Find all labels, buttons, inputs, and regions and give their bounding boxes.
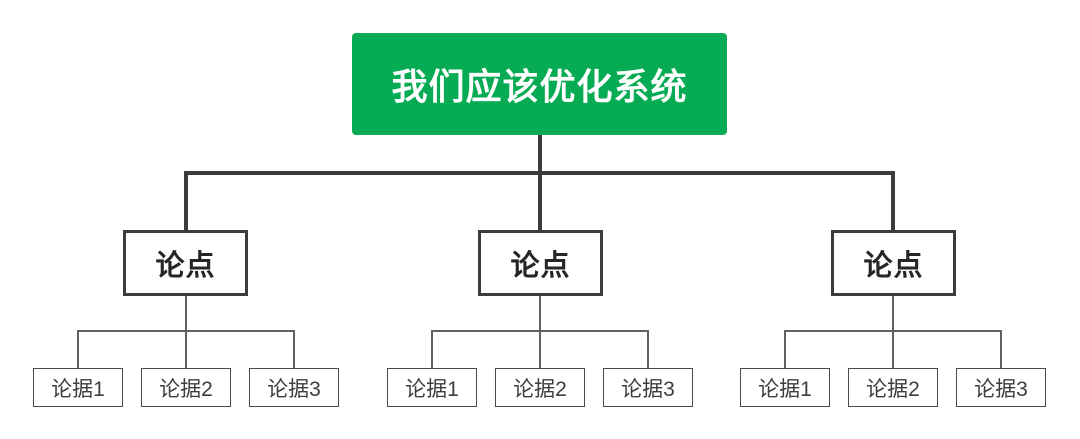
evidence-label-2-2: 论据2 [513, 377, 567, 401]
connector-evidence-drop-3c [1000, 330, 1002, 368]
connector-evidence-drop-1a [77, 330, 79, 368]
evidence-label-3-3: 论据3 [974, 377, 1028, 401]
connector-stem-2 [539, 296, 541, 330]
connector-branch-bar [184, 171, 895, 175]
root-claim-box: 我们应该优化系统 [352, 33, 727, 135]
point-box-2: 论点 [478, 230, 603, 296]
connector-evidence-drop-3b [892, 330, 894, 368]
evidence-box-2-3: 论据3 [603, 368, 693, 407]
evidence-box-3-2: 论据2 [848, 368, 938, 407]
evidence-box-1-2: 论据2 [141, 368, 231, 407]
evidence-box-1-1: 论据1 [33, 368, 123, 407]
evidence-label-2-1: 论据1 [405, 377, 459, 401]
evidence-label-1-3: 论据3 [267, 377, 321, 401]
point-label-2: 论点 [510, 250, 571, 282]
connector-evidence-drop-2b [539, 330, 541, 368]
connector-evidence-drop-1c [293, 330, 295, 368]
connector-evidence-drop-1b [185, 330, 187, 368]
evidence-box-1-3: 论据3 [249, 368, 339, 407]
connector-evidence-drop-3a [784, 330, 786, 368]
connector-drop-right [891, 171, 895, 230]
evidence-label-1-2: 论据2 [159, 377, 213, 401]
evidence-label-1-1: 论据1 [51, 377, 105, 401]
connector-trunk [538, 135, 542, 230]
root-claim-label: 我们应该优化系统 [391, 66, 688, 107]
evidence-label-3-1: 论据1 [758, 377, 812, 401]
evidence-box-2-2: 论据2 [495, 368, 585, 407]
evidence-box-2-1: 论据1 [387, 368, 477, 407]
point-box-1: 论点 [123, 230, 248, 296]
point-label-1: 论点 [155, 250, 216, 282]
connector-evidence-drop-2c [647, 330, 649, 368]
connector-stem-3 [892, 296, 894, 330]
evidence-box-3-1: 论据1 [740, 368, 830, 407]
point-box-3: 论点 [831, 230, 956, 296]
evidence-label-3-2: 论据2 [866, 377, 920, 401]
connector-evidence-drop-2a [431, 330, 433, 368]
evidence-label-2-3: 论据3 [621, 377, 675, 401]
evidence-box-3-3: 论据3 [956, 368, 1046, 407]
connector-stem-1 [185, 296, 187, 330]
connector-drop-left [184, 171, 188, 230]
point-label-3: 论点 [863, 250, 924, 282]
